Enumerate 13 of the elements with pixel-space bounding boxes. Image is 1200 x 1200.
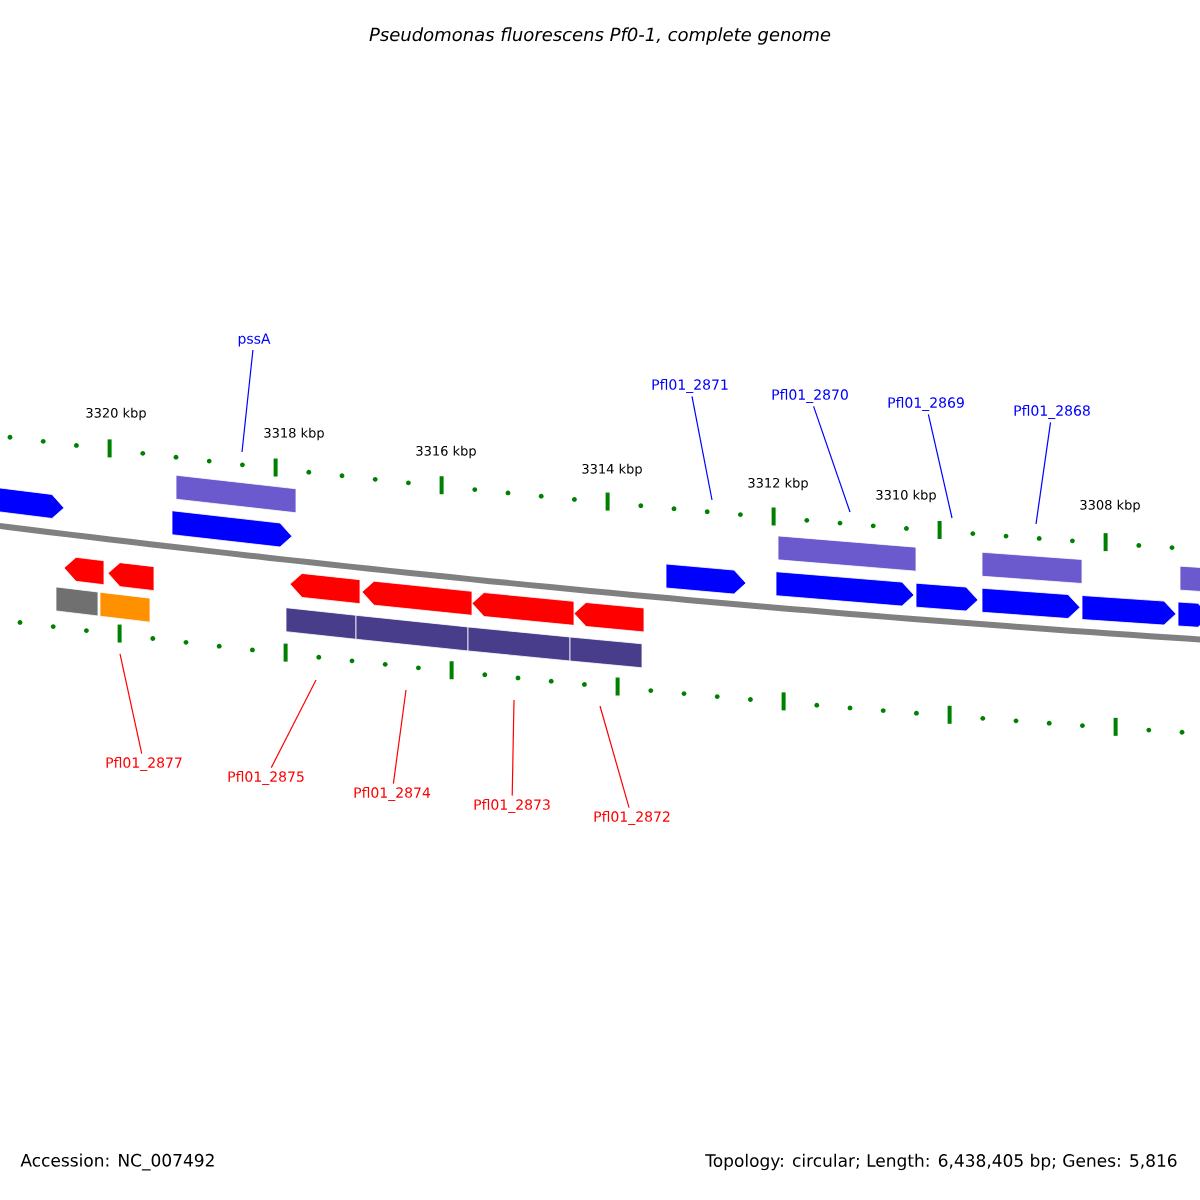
title: Pseudomonas fluorescens Pf0-1, complete genome [369, 27, 831, 45]
leader-line [270, 679, 317, 769]
leader-line [1035, 421, 1052, 525]
footer-text: Topology: circular; Length: 6,438,405 bp; Genes: 5,816 [705, 1153, 1177, 1171]
leader-line [392, 689, 407, 785]
leader-line [241, 349, 254, 453]
leader-line [599, 705, 630, 809]
leader-line [813, 405, 851, 513]
leader-line [691, 395, 713, 501]
footer-text: Accession: NC_007492 [20, 1153, 214, 1171]
leader-line [511, 699, 515, 797]
leader-line [927, 413, 953, 519]
leader-line [119, 653, 143, 755]
